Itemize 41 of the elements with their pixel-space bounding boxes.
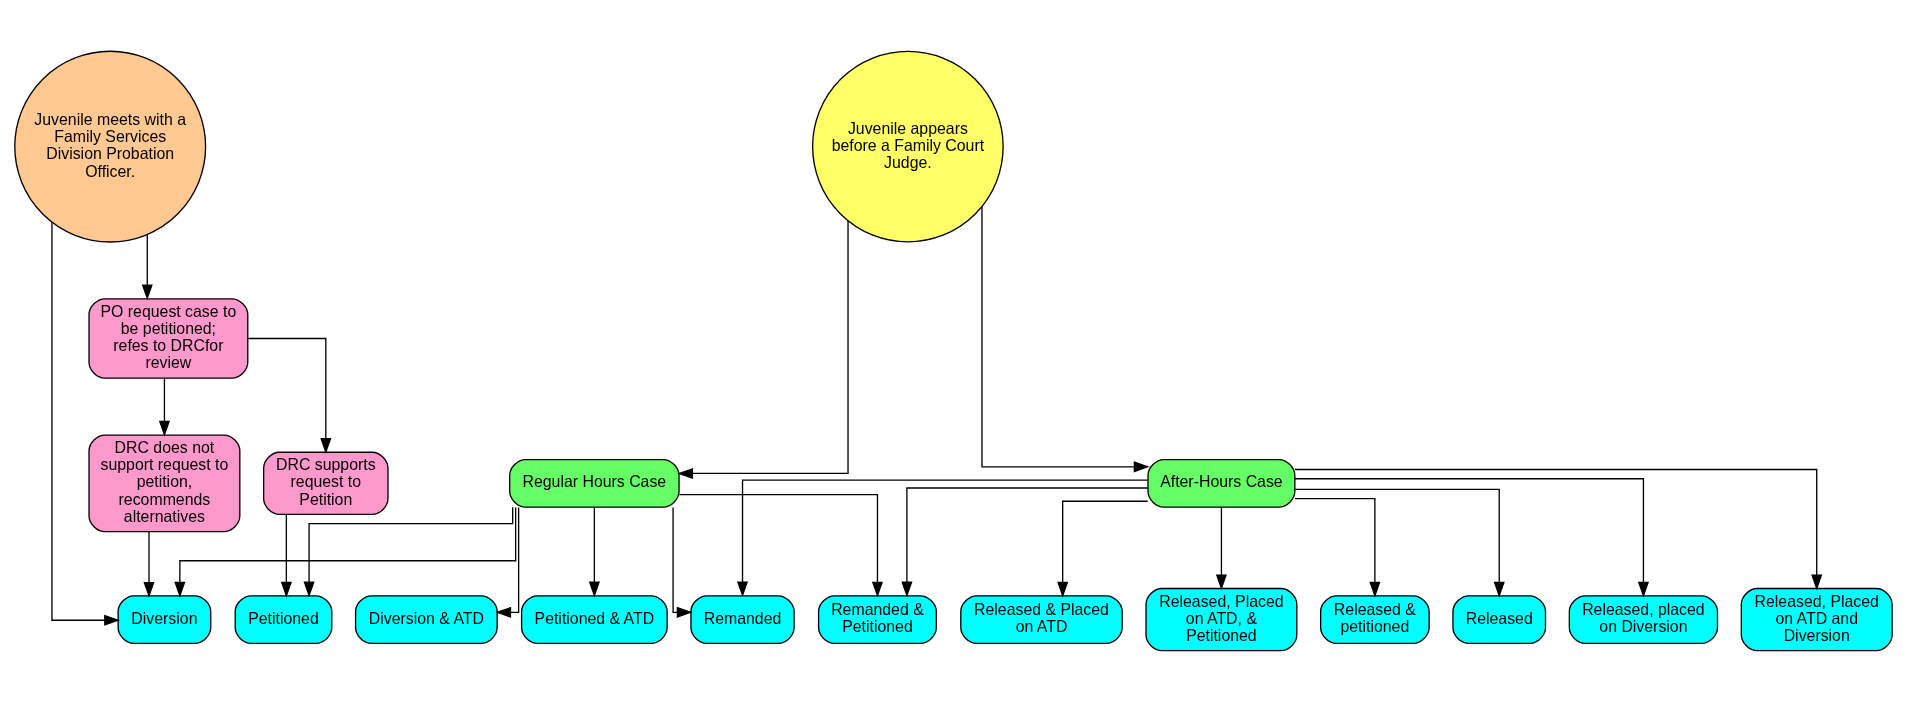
node-circle: Juvenile appears before a Family Court Judge. [811,50,1004,243]
node-circle: Juvenile meets with a Family Services Division Probation Officer. [13,50,206,243]
arrow [494,506,519,618]
arrow [671,506,693,618]
arrow [1056,500,1148,598]
arrow [1215,507,1227,591]
arrow [173,506,516,598]
arrow [1293,497,1380,598]
node-box: Petitioned & ATD [520,595,668,645]
arrow [1293,478,1649,598]
node-box: Diversion [116,595,211,645]
arrow [141,234,153,301]
node-box: Released, placed on Diversion [1568,595,1718,645]
arrow [678,493,883,598]
arrow [303,506,513,598]
arrow [1294,488,1505,598]
arrow [50,221,120,626]
node-box: Petitioned [234,595,332,645]
arrow [1293,468,1822,591]
arrow [900,487,1148,598]
arrow [588,507,600,598]
node-box: Released, Placed on ATD, & Petitioned [1144,587,1297,652]
node-box: Regular Hours Case [508,458,680,508]
node-box: Diversion & ATD [354,595,498,645]
node-box: Released [1451,595,1546,645]
node-box: Released, Placed on ATD and Diversion [1740,587,1893,652]
arrow [980,206,1150,473]
arrow [158,377,170,437]
arrow [676,220,849,479]
node-box: PO request case to be petitioned; refes to DRCfor review [87,298,248,379]
node-box: Remanded & Petitioned [817,595,937,645]
node-box: DRC does not support request to petition, recommends alternatives [87,434,240,533]
node-box: Released & petitioned [1319,595,1430,645]
arrow [736,479,1148,598]
arrow [280,513,292,598]
arrow [142,531,155,598]
node-box: DRC supports request to Petition [262,451,389,516]
arrow [246,337,331,454]
node-box: After-Hours Case [1146,458,1295,508]
node-box: Released & Placed on ATD [959,595,1123,645]
node-box: Remanded [689,595,795,645]
